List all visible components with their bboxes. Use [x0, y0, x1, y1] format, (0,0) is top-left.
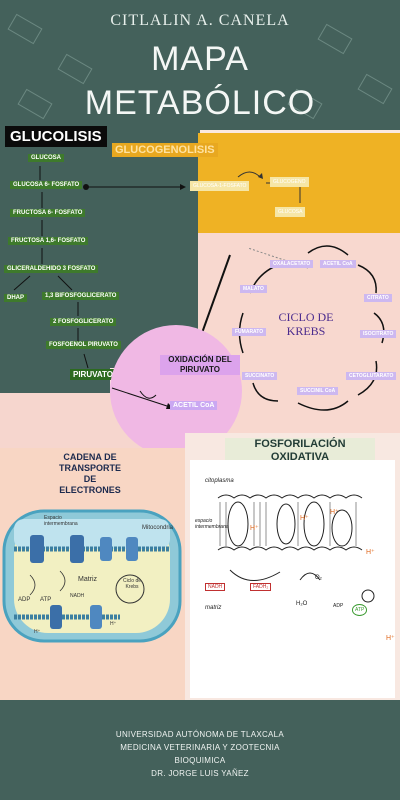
phosphorylation-label-cytosol: citoplasma [205, 478, 234, 484]
oxidative-phosphorylation-drawing-area [190, 460, 395, 698]
glycolysis-step-dhap: DHAP [4, 294, 28, 302]
phosphorylation-label-intermembrane: espacio intermembrana [195, 518, 229, 530]
phosphorylation-label-matrix: matriz [205, 605, 222, 611]
krebs-title: CICLO DE KREBS [276, 310, 336, 338]
glycogenolysis-title: GLUCOGENOLISIS [112, 143, 218, 157]
footer-program: MEDICINA VETERINARIA Y ZOOTECNIA [120, 743, 280, 752]
etc-label-mitochondria: Mitocondria [142, 525, 174, 531]
glycolysis-step-glucose: GLUCOSA [28, 154, 64, 162]
header-banner [0, 0, 400, 130]
etc-title: CADENA DE TRANSPORTE DE ELECTRONES [40, 452, 140, 496]
etc-title-line1: CADENA DE [63, 452, 117, 462]
glycolysis-step-fructose-6p: FRUCTOSA 6- FOSFATO [10, 209, 86, 217]
svg-text:H⁺: H⁺ [110, 621, 117, 627]
pyruvate-oxidation-product: ACETIL CoA [170, 401, 218, 410]
krebs-isocitrate: ISOCITRATO [360, 330, 397, 338]
glycolysis-step-13bpg: 1,3 BIFOSFOGLICERATO [42, 292, 120, 300]
glycogenolysis-label-g1p: GLUCOSA-1-FOSFATO [190, 181, 250, 191]
mitochondria-illustration: ADP ATP NADH H⁺ H⁺ [2, 509, 182, 643]
etc-label-krebs-cycle: Ciclo de Krebs [122, 578, 142, 590]
krebs-title-line1: CICLO DE [278, 310, 334, 324]
phosphorylation-label-o2: O₂ [315, 575, 322, 581]
glycolysis-step-2pg: 2 FOSFOGLICERATO [50, 318, 117, 326]
svg-text:H⁺: H⁺ [330, 509, 339, 516]
glycogenolysis-label-glucose: GLUCOSA [275, 207, 306, 217]
glycolysis-step-glucose-6p: GLUCOSA 6- FOSFATO [10, 181, 83, 189]
krebs-succinyl-coa: SUCCINIL CoA [297, 387, 339, 395]
svg-text:H⁺: H⁺ [34, 629, 41, 635]
krebs-succinate: SUCCINATO [242, 372, 278, 380]
glycogenolysis-arrows [237, 171, 301, 203]
svg-text:ATP: ATP [40, 597, 51, 603]
etc-title-line2: TRANSPORTE [58, 463, 121, 473]
pyruvate-oxidation-title-line1: OXIDACIÓN DEL [168, 355, 232, 364]
krebs-citrate: CITRATO [364, 294, 392, 302]
svg-text:H⁺: H⁺ [366, 549, 375, 556]
svg-text:H⁺: H⁺ [300, 515, 309, 522]
glycolysis-arrows [13, 166, 186, 369]
page-title-line2: METABÓLICO [84, 84, 316, 122]
glycogenolysis-label-glycogen: GLUCOGENO [270, 177, 309, 187]
glycolysis-step-pyruvate: PIRUVATO [70, 369, 117, 380]
phosphorylation-label-fadh2: FADH₂ [250, 583, 272, 591]
svg-text:H⁺: H⁺ [250, 525, 259, 532]
krebs-oxaloacetate: OXALACETATO [270, 260, 314, 268]
footer-banner [0, 700, 400, 800]
phosphorylation-label-adp: ADP [333, 603, 344, 609]
etc-label-matrix: Matriz [78, 576, 98, 583]
phosphorylation-label-nadh: NADH [205, 583, 226, 591]
glycolysis-step-fructose-16p: FRUCTOSA 1,6- FOSFATO [8, 237, 89, 245]
krebs-acetyl-coa: ACETIL CoA [320, 260, 356, 268]
glycolysis-step-pep: FOSFOENOL PIRUVATO [46, 341, 121, 349]
svg-text:NADH: NADH [70, 593, 85, 599]
etc-label-intermembrane: Espacio intermembrana [44, 515, 78, 527]
pyruvate-oxidation-title-line2: PIRUVATO [179, 365, 220, 374]
etc-title-line3: DE [83, 474, 97, 484]
pyruvate-oxidation-title: OXIDACIÓN DEL PIRUVATO [160, 355, 240, 375]
oxidative-phosphorylation-title-line1: FOSFORILACIÓN [254, 438, 346, 450]
glycolysis-step-g3p: GLICERALDEHIDO 3 FOSFATO [4, 265, 99, 273]
svg-text:H⁺: H⁺ [386, 635, 395, 642]
krebs-ketoglutarate: CETOGLUTARATO [346, 372, 397, 380]
phosphorylation-label-atp: ATP [352, 604, 368, 616]
pyruvate-oxidation-arrow [111, 387, 174, 409]
etc-title-line4: ELECTRONES [59, 485, 121, 495]
membrane-sketch: H⁺ H⁺ H⁺ H⁺ H⁺ [217, 494, 395, 642]
phosphorylation-label-h2o: H₂O [296, 601, 308, 607]
footer-course: BIOQUIMICA [174, 756, 226, 765]
glycolysis-title: GLUCOLISIS [5, 126, 107, 147]
footer-university: UNIVERSIDAD AUTÓNOMA DE TLAXCALA [115, 730, 285, 739]
page-title-line1: MAPA [151, 40, 249, 78]
krebs-malate: MALATO [240, 285, 267, 293]
krebs-title-line2: KREBS [286, 324, 326, 338]
footer-professor: DR. JORGE LUIS YAÑEZ [151, 769, 249, 778]
svg-text:ADP: ADP [18, 597, 30, 603]
author-name: CITLALIN A. CANELA [110, 12, 290, 29]
krebs-fumarate: FUMARATO [232, 328, 267, 336]
